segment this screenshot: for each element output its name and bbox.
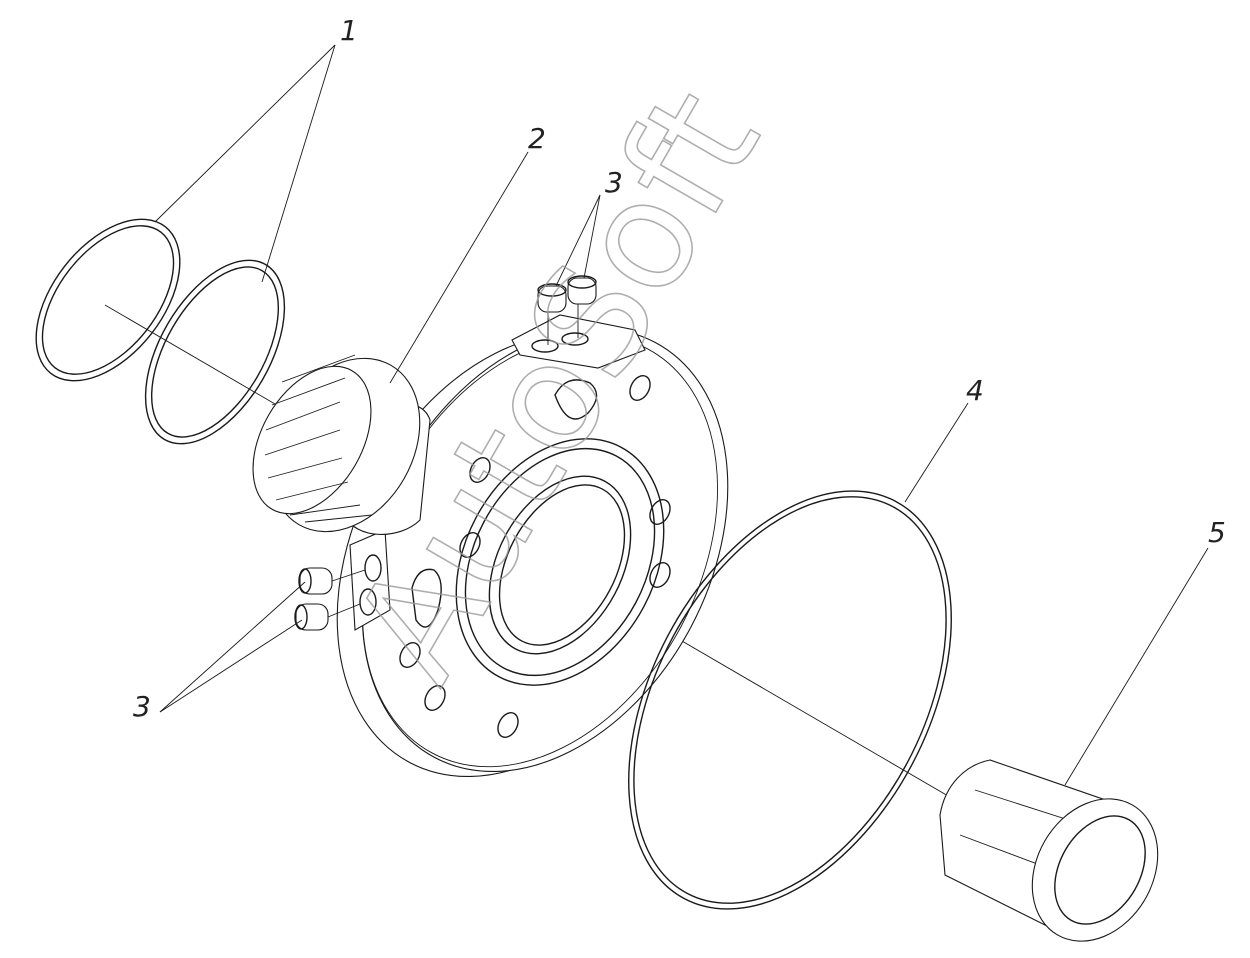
top-pin-hole-2 [561, 332, 589, 346]
callout-label-3-top: 3 [605, 166, 623, 199]
callout-label-4: 4 [966, 374, 984, 407]
bore-outer [488, 475, 632, 655]
bottom-pin-hole-2 [359, 588, 377, 616]
sleeve-flange-outer [1031, 798, 1159, 942]
oval-slot-left [411, 568, 442, 628]
top-pin-2 [567, 277, 597, 305]
top-pin-1 [537, 285, 567, 313]
callout-label-3-bottom: 3 [133, 690, 151, 723]
ring-1b-inner [150, 266, 280, 438]
part-3-pins [294, 275, 597, 631]
part-1-rings [35, 218, 286, 445]
oring-outer [628, 490, 952, 910]
leader-lines [154, 44, 1209, 786]
ring-1a-inner [41, 225, 175, 375]
sleeve-bore [1054, 815, 1146, 925]
part-5-sleeve [939, 759, 1159, 942]
ring-1b-outer [144, 259, 286, 445]
ring-1a-outer [35, 218, 181, 382]
spline-end-face [252, 365, 372, 515]
boss-outer [455, 438, 665, 686]
boss-step [464, 447, 656, 677]
oring-inner [633, 496, 947, 904]
bottom-pin-hole-1 [364, 554, 382, 582]
callout-label-5: 5 [1208, 516, 1226, 549]
flange-bolt-holes [399, 375, 671, 738]
top-pin-block [511, 314, 646, 369]
callout-label-2: 2 [528, 122, 546, 155]
part-4-oring [628, 490, 952, 910]
spline-teeth [264, 354, 373, 523]
bore-inner [498, 484, 626, 646]
oval-slot-top [554, 379, 598, 420]
part-2-flange-hub [252, 314, 729, 778]
bottom-pin-1 [299, 567, 333, 595]
callout-label-1: 1 [340, 14, 358, 47]
top-pin-hole-1 [531, 339, 559, 353]
